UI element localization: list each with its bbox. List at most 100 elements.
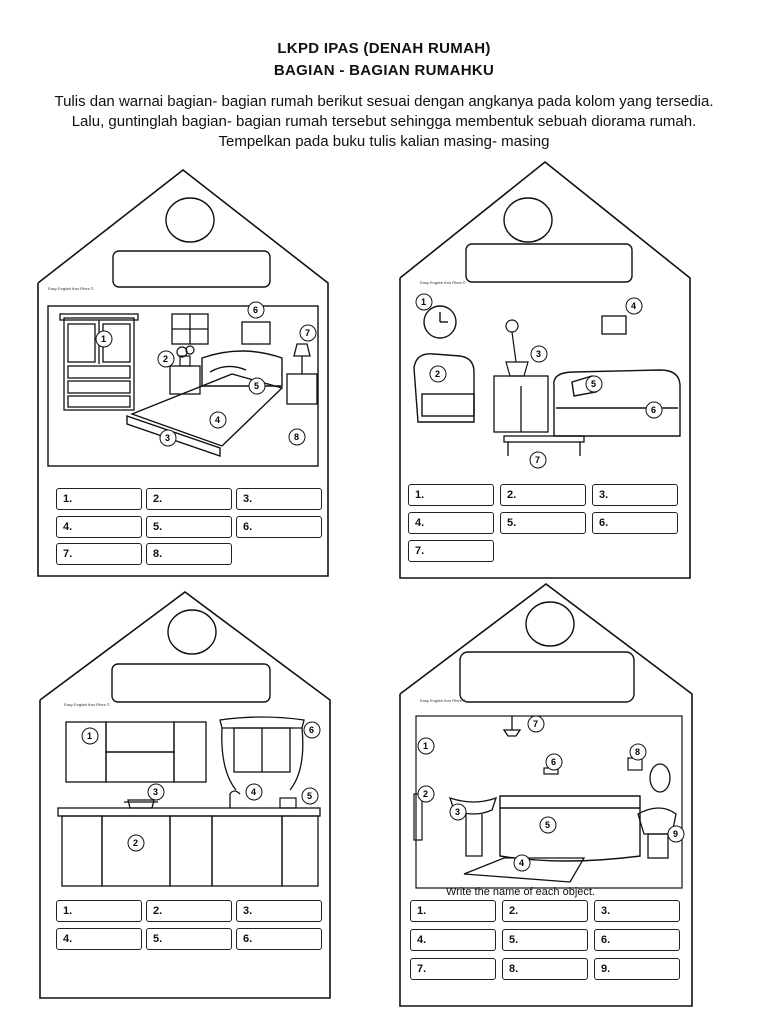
svg-text:7: 7: [533, 719, 538, 729]
house-kitchen: Easy English thru Rhes ©: [39, 590, 331, 1000]
house-outline: [399, 582, 693, 1007]
upper-cabinets: [65, 721, 207, 783]
answer-field-9[interactable]: 9.: [594, 958, 680, 980]
room-name-circle: [167, 609, 217, 655]
house-bathroom: Easy English thru Rhes ©: [399, 582, 693, 1008]
credit-text: Easy English thru Rhes ©: [420, 698, 466, 703]
window-curtains: [219, 716, 305, 791]
armchair: [413, 353, 475, 423]
answer-field-3[interactable]: 3.: [236, 900, 322, 922]
answer-field-1[interactable]: 1.: [408, 484, 494, 506]
credit-text: Easy English thru Rhes ©: [64, 702, 110, 707]
answer-field-4[interactable]: 4.: [410, 929, 496, 951]
bed: [126, 350, 284, 457]
marker-6: 6: [645, 401, 663, 419]
marker-3: 3: [449, 803, 467, 821]
sofa: [553, 369, 681, 437]
wardrobe: [59, 313, 139, 411]
worksheet-subtitle: BAGIAN - BAGIAN RUMAHKU: [273, 62, 495, 79]
credit-text: Easy English thru Rhes ©: [420, 280, 466, 285]
marker-4: 4: [245, 783, 263, 801]
svg-text:8: 8: [294, 432, 299, 442]
bathtub: [499, 795, 641, 862]
svg-text:5: 5: [591, 379, 596, 389]
marker-group: 1 2 3 4 5 6 7: [415, 293, 663, 469]
svg-text:5: 5: [254, 381, 259, 391]
house-living-room: Easy English thru Rhes ©: [399, 160, 691, 580]
answer-field-6[interactable]: 6.: [236, 928, 322, 950]
cabinet: [493, 375, 549, 433]
marker-group: 1 2 3 4 5 6 7 8 9: [417, 715, 685, 872]
svg-text:6: 6: [551, 757, 556, 767]
nightstand-left: [169, 365, 201, 395]
coffee-table: [503, 435, 585, 456]
marker-group: 1 2 3 4 5 6: [81, 721, 321, 852]
svg-text:2: 2: [133, 838, 138, 848]
answer-field-3[interactable]: 3.: [592, 484, 678, 506]
toilet: [637, 763, 677, 859]
marker-1: 1: [415, 293, 433, 311]
bathroom-illustration: 1 2 3 4 5 6 7 8 9: [413, 715, 685, 889]
answer-field-8[interactable]: 8.: [502, 958, 588, 980]
answer-field-1[interactable]: 1.: [56, 488, 142, 510]
room-name-circle: [165, 197, 215, 243]
svg-text:6: 6: [309, 725, 314, 735]
answer-field-2[interactable]: 2.: [502, 900, 588, 922]
kitchen-illustration: 1 2 3 4 5 6: [57, 716, 321, 887]
marker-3: 3: [530, 345, 548, 363]
svg-text:4: 4: [519, 858, 524, 868]
house-outline: [39, 591, 331, 999]
answer-field-8[interactable]: 8.: [146, 543, 232, 565]
answer-field-7[interactable]: 7.: [56, 543, 142, 565]
house-outline: [37, 168, 329, 577]
answer-field-4[interactable]: 4.: [56, 516, 142, 538]
answer-field-2[interactable]: 2.: [146, 488, 232, 510]
svg-text:4: 4: [631, 301, 636, 311]
svg-text:4: 4: [251, 787, 256, 797]
svg-text:2: 2: [163, 354, 168, 364]
marker-2: 2: [429, 365, 447, 383]
living-room-illustration: 1 2 3 4 5 6 7: [413, 293, 681, 469]
svg-text:3: 3: [455, 807, 460, 817]
marker-1: 1: [417, 737, 435, 755]
bedroom-illustration: 1 2 3 4 5 6 7 8: [47, 301, 319, 467]
answer-field-4[interactable]: 4.: [56, 928, 142, 950]
svg-text:1: 1: [423, 741, 428, 751]
answer-field-1[interactable]: 1.: [56, 900, 142, 922]
marker-1: 1: [95, 330, 113, 348]
marker-5: 5: [301, 787, 319, 805]
answer-field-5[interactable]: 5.: [146, 928, 232, 950]
answer-field-2[interactable]: 2.: [500, 484, 586, 506]
instructions-text: Tulis dan warnai bagian- bagian rumah be…: [54, 93, 714, 150]
answer-field-6[interactable]: 6.: [592, 512, 678, 534]
answer-field-5[interactable]: 5.: [500, 512, 586, 534]
room-name-box: [111, 663, 271, 703]
svg-text:1: 1: [101, 334, 106, 344]
svg-text:2: 2: [423, 789, 428, 799]
answer-field-4[interactable]: 4.: [408, 512, 494, 534]
marker-6: 6: [303, 721, 321, 739]
marker-5: 5: [539, 816, 557, 834]
room-name-circle: [503, 197, 553, 243]
bathroom-caption: Write the name of each object.: [446, 886, 595, 898]
answer-field-6[interactable]: 6.: [594, 929, 680, 951]
answer-field-7[interactable]: 7.: [410, 958, 496, 980]
marker-9: 9: [667, 825, 685, 843]
answer-field-3[interactable]: 3.: [594, 900, 680, 922]
answer-field-2[interactable]: 2.: [146, 900, 232, 922]
marker-2: 2: [127, 834, 145, 852]
marker-6: 6: [545, 753, 563, 771]
marker-group: 1 2 3 4 5 6 7 8: [95, 301, 317, 447]
answer-field-5[interactable]: 5.: [502, 929, 588, 951]
kitchen-counter: [57, 807, 321, 887]
room-name-box: [465, 243, 633, 283]
answer-field-5[interactable]: 5.: [146, 516, 232, 538]
answer-field-7[interactable]: 7.: [408, 540, 494, 562]
answer-field-3[interactable]: 3.: [236, 488, 322, 510]
house-outline: [399, 160, 691, 579]
answer-field-6[interactable]: 6.: [236, 516, 322, 538]
answer-field-1[interactable]: 1.: [410, 900, 496, 922]
marker-3: 3: [159, 429, 177, 447]
room-name-box: [112, 250, 271, 288]
wall-picture: [601, 315, 627, 335]
